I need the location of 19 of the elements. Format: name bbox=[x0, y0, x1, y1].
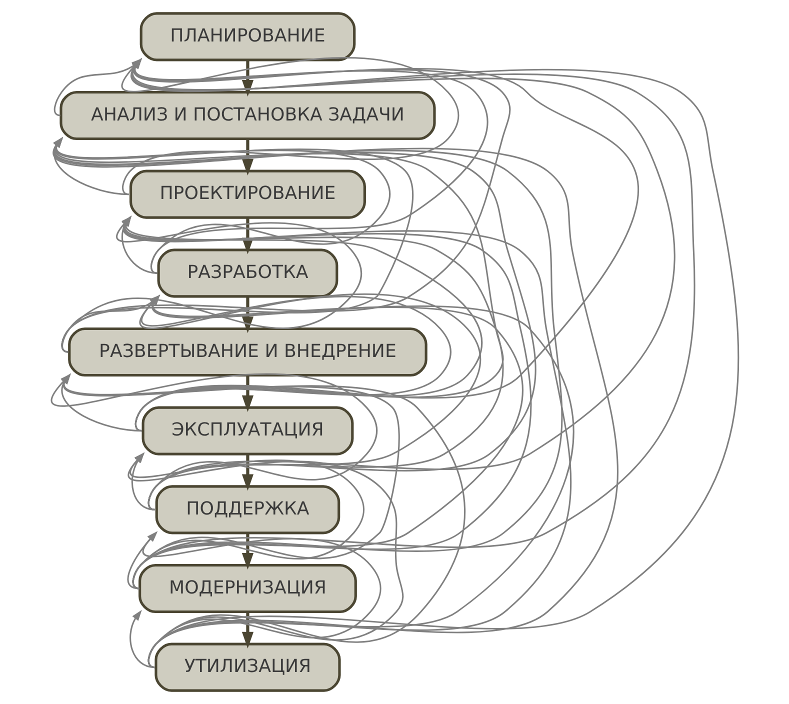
node-box: РАЗВЕРТЫВАНИЕ И ВНЕДРЕНИЕ bbox=[68, 327, 427, 377]
arrow bbox=[241, 60, 254, 97]
arrow bbox=[129, 610, 154, 668]
node-box: АНАЛИЗ И ПОСТАНОВКА ЗАДАЧИ bbox=[59, 90, 436, 140]
arrow bbox=[241, 375, 254, 412]
arrow bbox=[241, 454, 254, 491]
node-box: ПОДДЕРЖКА bbox=[154, 485, 340, 534]
arrow bbox=[52, 136, 128, 196]
node-box: УТИЛИЗАЦИЯ bbox=[154, 642, 340, 692]
node-box: ПЛАНИРОВАНИЕ bbox=[139, 12, 356, 62]
node-box: РАЗРАБОТКА bbox=[156, 248, 338, 298]
arrow bbox=[241, 612, 254, 648]
node-box: ЭКСПЛУАТАЦИЯ bbox=[141, 406, 354, 456]
arrow bbox=[241, 533, 254, 570]
arrow bbox=[126, 531, 158, 590]
node-box: МОДЕРНИЗАЦИЯ bbox=[138, 564, 356, 614]
arrow bbox=[142, 531, 381, 668]
node-box: ПРОЕКТИРОВАНИЕ bbox=[128, 170, 366, 219]
arrow bbox=[241, 296, 254, 334]
